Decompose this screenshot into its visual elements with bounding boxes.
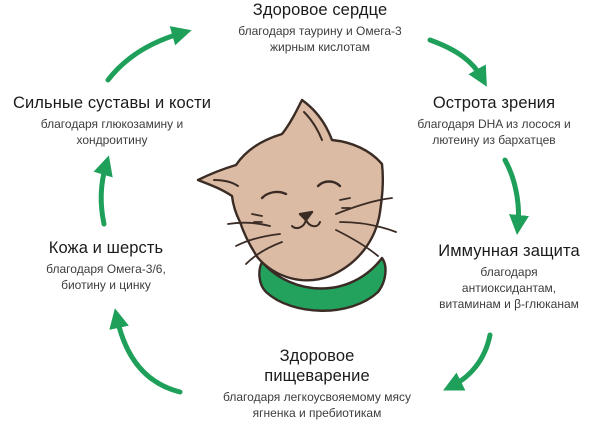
description-line: благодаря DHA из лосося и xyxy=(417,117,571,131)
benefit-description: благодаря DHA из лосося и лютеину из бар… xyxy=(388,116,600,148)
benefit-immune: Иммунная защита благодаря антиоксидантам… xyxy=(418,241,600,312)
description-line: благодаря таурину и Омега-3 xyxy=(238,24,402,38)
description-line: витаминам и β-глюканам xyxy=(439,297,579,311)
benefit-title: Кожа и шерсть xyxy=(6,238,206,258)
cycle-arrow-icon xyxy=(502,157,529,235)
cycle-arrow-icon xyxy=(443,332,493,391)
description-line: лютеину из бархатцев xyxy=(432,133,556,147)
description-line: благодаря xyxy=(480,265,538,279)
benefit-skin: Кожа и шерсть благодаря Омега-3/6, биоти… xyxy=(6,238,206,293)
description-line: биотину и цинку xyxy=(61,278,151,292)
title-line: Острота зрения xyxy=(432,94,556,112)
benefit-eyes: Острота зрения благодаря DHA из лосося и… xyxy=(388,93,600,148)
benefit-joints: Сильные суставы и кости благодаря глюкоз… xyxy=(0,93,224,148)
benefit-description: благодаря глюкозамину и хондроитину xyxy=(0,116,224,148)
cycle-arrows xyxy=(93,26,529,395)
benefit-title: Острота зрения xyxy=(388,93,600,113)
benefit-title: Здоровое сердце xyxy=(190,0,450,20)
cycle-arrow-icon xyxy=(109,308,183,395)
cycle-arrow-icon xyxy=(93,155,113,227)
benefit-title: Здоровое пищеварение xyxy=(186,346,448,386)
benefit-description: благодаря таурину и Омега-3 жирным кисло… xyxy=(190,23,450,55)
cycle-arrow-icon xyxy=(427,37,487,87)
benefit-title: Иммунная защита xyxy=(418,241,600,261)
description-line: благодаря легкоусвояемому мясу xyxy=(223,390,411,404)
cat-face-icon xyxy=(196,98,397,312)
benefit-description: благодаря легкоусвояемому мясу ягненка и… xyxy=(186,389,448,421)
description-line: жирным кислотам xyxy=(269,40,371,54)
description-line: хондроитину xyxy=(76,133,148,147)
description-line: антиоксидантам, xyxy=(461,281,557,295)
benefit-title: Сильные суставы и кости xyxy=(0,93,224,113)
description-line: ягненка и пребиотикам xyxy=(252,406,382,420)
description-line: благодаря глюкозамину и xyxy=(40,117,184,131)
benefit-digestion: Здоровое пищеварение благодаря легкоусво… xyxy=(186,346,448,421)
title-line: Кожа и шерсть xyxy=(48,239,164,257)
benefit-heart: Здоровое сердце благодаря таурину и Омег… xyxy=(190,0,450,55)
title-line: Иммунная защита xyxy=(438,242,580,260)
description-line: благодаря Омега-3/6, xyxy=(46,262,166,276)
benefit-description: благодаря антиоксидантам, витаминам и β-… xyxy=(418,264,600,312)
title-line: пищеварение xyxy=(264,367,370,385)
title-line: Здоровое xyxy=(279,347,355,365)
cycle-arrow-icon xyxy=(105,26,192,83)
benefit-description: благодаря Омега-3/6, биотину и цинку xyxy=(6,261,206,293)
title-line: Сильные суставы и кости xyxy=(12,94,212,112)
title-line: Здоровое сердце xyxy=(252,1,388,19)
